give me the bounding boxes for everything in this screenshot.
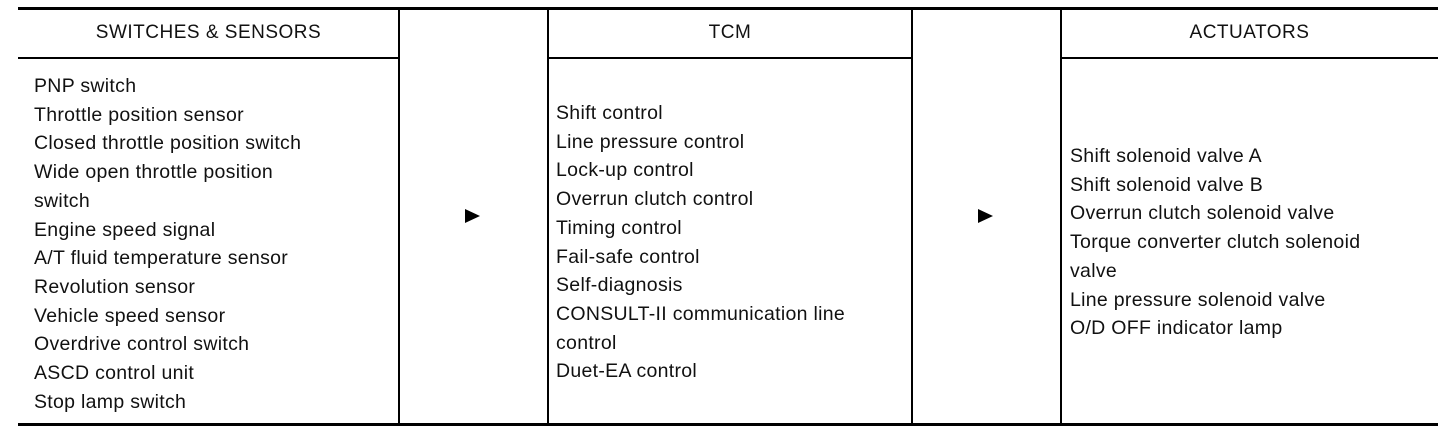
input-item: A/T fluid temperature sensor xyxy=(34,247,289,270)
arrow-right-icon xyxy=(978,209,993,223)
actuator-item: Torque converter clutch solenoid xyxy=(1070,231,1361,254)
control-item: Line pressure control xyxy=(556,130,745,153)
input-item: Closed throttle position switch xyxy=(34,132,302,155)
input-item: switch xyxy=(34,189,90,212)
divider-4 xyxy=(1060,9,1062,424)
input-item: Throttle position sensor xyxy=(34,103,244,126)
actuators-list: Shift solenoid valve A Shift solenoid va… xyxy=(1070,142,1360,343)
actuator-item: Shift solenoid valve B xyxy=(1070,173,1264,196)
divider-1 xyxy=(398,9,400,424)
input-item: ASCD control unit xyxy=(34,362,195,385)
actuator-item: Overrun clutch solenoid valve xyxy=(1070,202,1335,225)
input-item: Revolution sensor xyxy=(34,275,196,298)
divider-3 xyxy=(911,9,913,424)
top-border xyxy=(18,7,1438,10)
control-item: Self-diagnosis xyxy=(556,274,683,297)
controls-list: Shift control Line pressure control Lock… xyxy=(556,99,845,386)
input-item: Engine speed signal xyxy=(34,218,216,241)
bottom-border xyxy=(18,423,1438,426)
arrow-right-icon xyxy=(465,209,480,223)
header-rule-controller xyxy=(548,57,912,59)
outputs-header: ACTUATORS xyxy=(1189,21,1310,43)
header-rule-outputs xyxy=(1061,57,1438,59)
input-item: Stop lamp switch xyxy=(34,390,187,413)
inputs-header: SWITCHES & SENSORS xyxy=(95,21,322,43)
input-item: Wide open throttle position xyxy=(34,161,273,184)
divider-2 xyxy=(547,9,549,424)
inputs-list: PNP switch Throttle position sensor Clos… xyxy=(34,72,301,416)
control-item: Overrun clutch control xyxy=(556,188,754,211)
control-item: Lock-up control xyxy=(556,159,694,182)
control-item: Duet-EA control xyxy=(556,360,698,383)
actuator-item: Line pressure solenoid valve xyxy=(1070,288,1326,311)
control-item: Shift control xyxy=(556,102,663,124)
control-item: Fail-safe control xyxy=(556,245,700,268)
actuator-item: O/D OFF indicator lamp xyxy=(1070,317,1283,340)
input-item: PNP switch xyxy=(34,75,137,97)
actuator-item: Shift solenoid valve A xyxy=(1070,145,1262,167)
controller-header: TCM xyxy=(708,21,752,43)
header-rule-inputs xyxy=(18,57,399,59)
actuator-item: valve xyxy=(1070,259,1118,282)
control-item: CONSULT-II communication line xyxy=(556,302,846,325)
control-item: control xyxy=(556,331,617,354)
control-item: Timing control xyxy=(556,216,682,239)
input-item: Vehicle speed sensor xyxy=(34,304,226,327)
input-item: Overdrive control switch xyxy=(34,333,250,356)
